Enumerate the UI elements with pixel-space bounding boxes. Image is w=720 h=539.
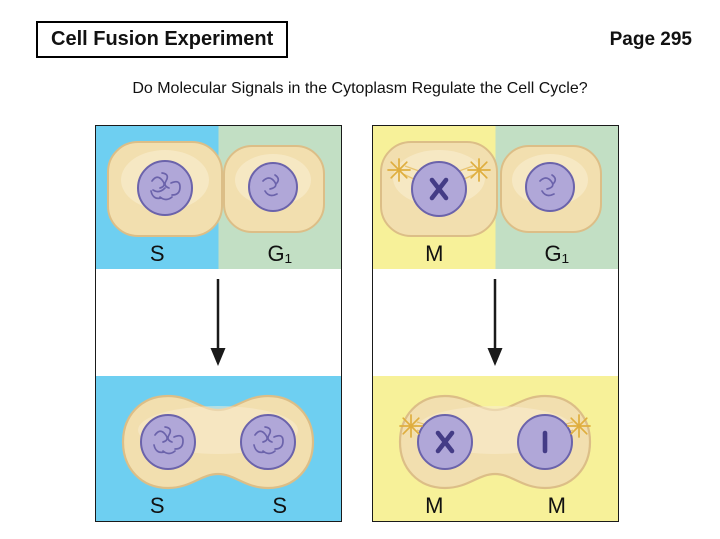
down-arrow-icon: [210, 279, 226, 366]
fused-m-m-cell-graphic: [373, 376, 618, 521]
condensed-chromosome: [429, 177, 449, 201]
aster-icon: [387, 158, 411, 182]
top-phase-labels: S G₁: [96, 241, 341, 267]
question-text: Do Molecular Signals in the Cytoplasm Re…: [132, 80, 588, 97]
phase-label-s: S: [149, 493, 165, 518]
left-panel-after-fusion: S S: [96, 376, 341, 521]
chromatin: [539, 174, 557, 197]
right-panel-fusion-arrow: [373, 269, 618, 376]
phase-label-g1: G₁: [267, 241, 293, 266]
nucleus: [240, 414, 296, 470]
left-panel-fusion-arrow: [96, 269, 341, 376]
phase-label-m: M: [425, 241, 444, 266]
down-arrow-icon: [487, 279, 503, 366]
aster-icon: [467, 158, 491, 182]
right-panel-before-fusion: M G₁: [373, 126, 618, 269]
phase-label-s: S: [272, 493, 288, 518]
panel-s-g1-fusion: S G₁: [95, 125, 342, 522]
chromatin: [153, 426, 184, 455]
chromatin: [253, 426, 284, 455]
nucleus: [525, 162, 575, 212]
phase-label-g1: G₁: [544, 241, 570, 266]
bottom-phase-labels: M M: [373, 493, 618, 519]
top-phase-labels: M G₁: [373, 241, 618, 267]
aster-icon: [399, 414, 423, 438]
aster-icon: [567, 414, 591, 438]
phase-label-m: M: [425, 493, 444, 518]
fused-cell: [398, 394, 592, 490]
m-phase-cell: [380, 141, 498, 237]
fused-cell: [121, 394, 315, 490]
m-g1-cells-graphic: [373, 126, 618, 269]
page-title: Cell Fusion Experiment: [36, 21, 289, 58]
g1-phase-cell: [223, 145, 325, 233]
nucleus: [248, 162, 298, 212]
panel-m-g1-fusion: M G₁: [372, 125, 619, 522]
right-panel-after-fusion: M M: [373, 376, 618, 521]
left-panel-before-fusion: S G₁: [96, 126, 341, 269]
fused-s-s-cell-graphic: [96, 376, 341, 521]
chromatin: [262, 174, 280, 197]
phase-label-s: S: [149, 241, 165, 266]
s-phase-cell: [107, 141, 223, 237]
g1-phase-cell: [500, 145, 602, 233]
condensed-chromosome: [435, 430, 455, 454]
page-number: Page 295: [609, 29, 692, 50]
bottom-phase-labels: S S: [96, 493, 341, 519]
chromatin: [150, 172, 181, 201]
s-g1-cells-graphic: [96, 126, 341, 269]
nucleus: [140, 414, 196, 470]
phase-label-m: M: [547, 493, 566, 518]
